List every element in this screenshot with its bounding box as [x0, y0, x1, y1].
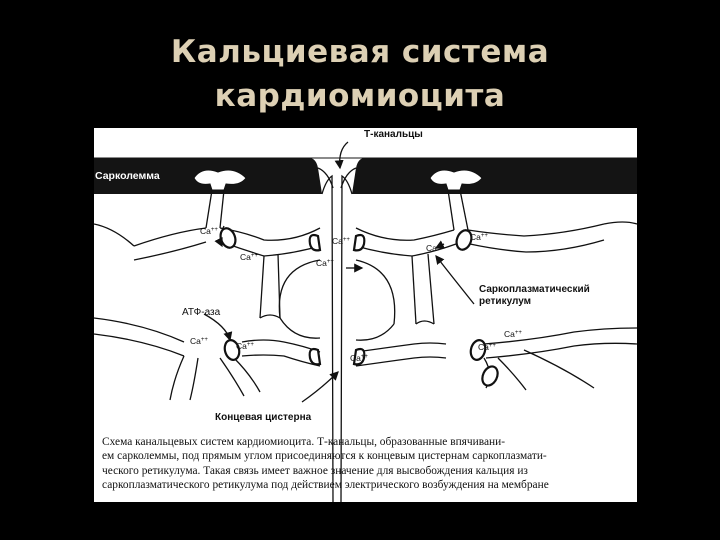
terminal-cistern-pads [308, 233, 366, 366]
ca-label: Ca++ [190, 336, 208, 346]
ca-label: Ca++ [478, 342, 496, 352]
cistern-right-upper [352, 233, 366, 252]
ca-label: Ca++ [470, 232, 488, 242]
ca-label: Ca++ [316, 258, 334, 268]
slide-title: Кальциевая система кардиомиоцита [0, 30, 720, 118]
diagram-svg: Т-канальцы Сарколемма Саркоплазматически… [94, 129, 637, 502]
atpase-pumps [219, 227, 499, 387]
ca-label: Ca++ [332, 236, 350, 246]
caption-line-1-rest: Т-канальцы, образованные впячивани- [314, 436, 506, 448]
caption-line-4: саркоплазматического ретикулума под дейс… [102, 478, 549, 491]
ca-label: Ca++ [240, 252, 258, 262]
figure-caption: Схема канальцевых систем кардиомиоцита. … [102, 435, 632, 492]
label-terminal-cistern: Концевая цистерна [215, 412, 312, 423]
title-line-2: кардиомиоцита [214, 78, 506, 114]
arrows [203, 141, 475, 403]
label-sr-line1: Саркоплазматический [479, 284, 590, 295]
caption-line-1: Схема канальцевых систем кардиомиоцита. … [102, 435, 632, 449]
label-sr-line2: ретикулум [479, 296, 531, 307]
caption-lead: Схема канальцевых систем кардиомиоцита. [102, 436, 315, 448]
sarcolemma-band [94, 157, 637, 194]
sarcolemma-invagination-right [429, 169, 483, 231]
caption-line-3: ческого ретикулума. Такая связь имеет ва… [102, 464, 528, 477]
label-sarcolemma: Сарколемма [95, 170, 160, 182]
cistern-left-lower [308, 347, 322, 366]
diagram-figure: Т-канальцы Сарколемма Саркоплазматически… [94, 128, 637, 502]
sarcolemma-invagination-left [193, 169, 247, 229]
cistern-left-upper [308, 233, 322, 252]
ca-label: Ca++ [236, 341, 254, 351]
pump-right-bottom [481, 365, 499, 387]
title-line-1: Кальциевая система [170, 34, 550, 70]
label-t-tubules: Т-канальцы [364, 129, 423, 140]
calcium-labels: Ca++ Ca++ Ca++ Ca++ Ca++ Ca++ Ca++ Ca++ … [190, 226, 522, 363]
ca-label: Ca++ [200, 226, 218, 236]
label-atpase: АТФ-аза [182, 307, 221, 318]
pump-right-lower [469, 339, 487, 361]
ca-label: Ca++ [350, 353, 368, 363]
t-tubule-channel [317, 167, 357, 502]
ca-label: Ca++ [504, 329, 522, 339]
pump-right-upper [455, 229, 473, 251]
cistern-right-lower [352, 347, 366, 366]
ca-label: Ca++ [426, 243, 444, 253]
sarcoplasmic-reticulum-network [94, 221, 637, 401]
caption-line-2: ем сарколеммы, под прямым углом присоеди… [102, 450, 547, 463]
